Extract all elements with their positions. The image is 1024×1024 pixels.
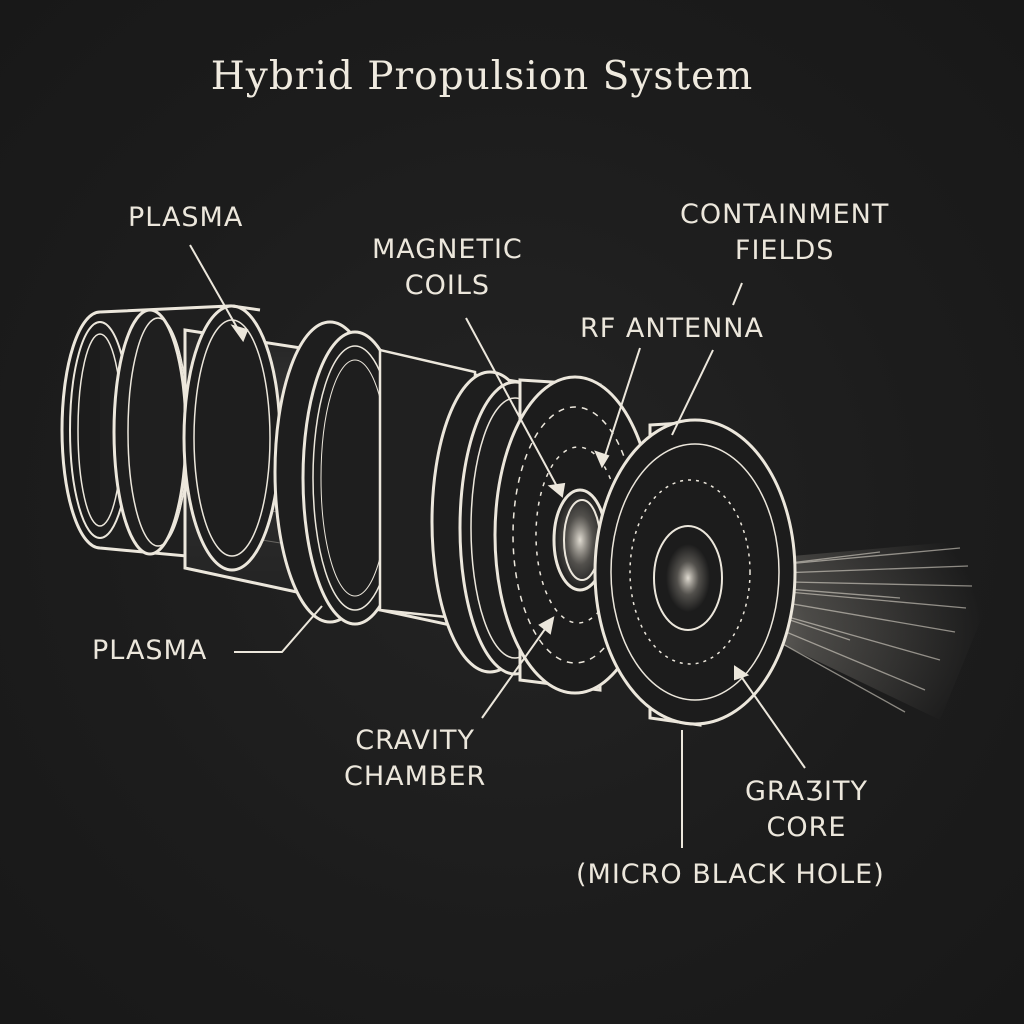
leader-grasity <box>737 671 806 769</box>
label-grasity-line2: CORE <box>766 811 847 843</box>
arrow-grasity <box>734 665 750 681</box>
label-rf-antenna: RF ANTENNA <box>580 313 764 344</box>
label-cravity-chamber: CRAVITY CHAMBER <box>344 723 486 794</box>
leader-plasma-top <box>189 244 244 339</box>
label-containment-line2: FIELDS <box>734 234 835 266</box>
label-magnetic-coils-line1: MAGNETIC <box>372 234 523 265</box>
arrow-plasma-top <box>230 324 249 343</box>
leader-cravity <box>481 621 551 719</box>
arrow-cravity <box>538 616 555 635</box>
leader-lines <box>189 244 806 848</box>
arrow-rf-antenna <box>594 450 610 469</box>
label-magnetic-coils: MAGNETIC COILS <box>372 232 523 303</box>
label-micro-black-hole: (MICRO BLACK HOLE) <box>576 859 885 890</box>
gravity-core-disc <box>593 418 797 727</box>
label-cravity-line2: CHAMBER <box>344 760 487 792</box>
label-grasity-line1: GRAƷITY <box>745 776 868 807</box>
leader-magnetic-coils <box>465 317 561 493</box>
label-plasma-bottom: PLASMA <box>92 635 208 666</box>
leader-rf-antenna <box>602 347 641 463</box>
leader-containment-2 <box>671 349 714 436</box>
leader-containment <box>732 282 743 306</box>
label-magnetic-coils-line2: COILS <box>404 269 491 301</box>
leader-plasma-bottom <box>234 605 323 653</box>
label-plasma-top: PLASMA <box>128 202 244 233</box>
arrow-magnetic-coils <box>547 482 566 498</box>
diagram-title: Hybrid Propulsion System <box>210 54 754 99</box>
label-containment-fields: CONTAINMENT FIELDS <box>680 197 889 268</box>
label-containment-line1: CONTAINMENT <box>680 199 890 230</box>
magnetic-coil-ring-1 <box>182 304 282 572</box>
label-cravity-line1: CRAVITY <box>355 725 475 756</box>
label-grasity-core: GRAƷITY CORE <box>745 774 868 845</box>
